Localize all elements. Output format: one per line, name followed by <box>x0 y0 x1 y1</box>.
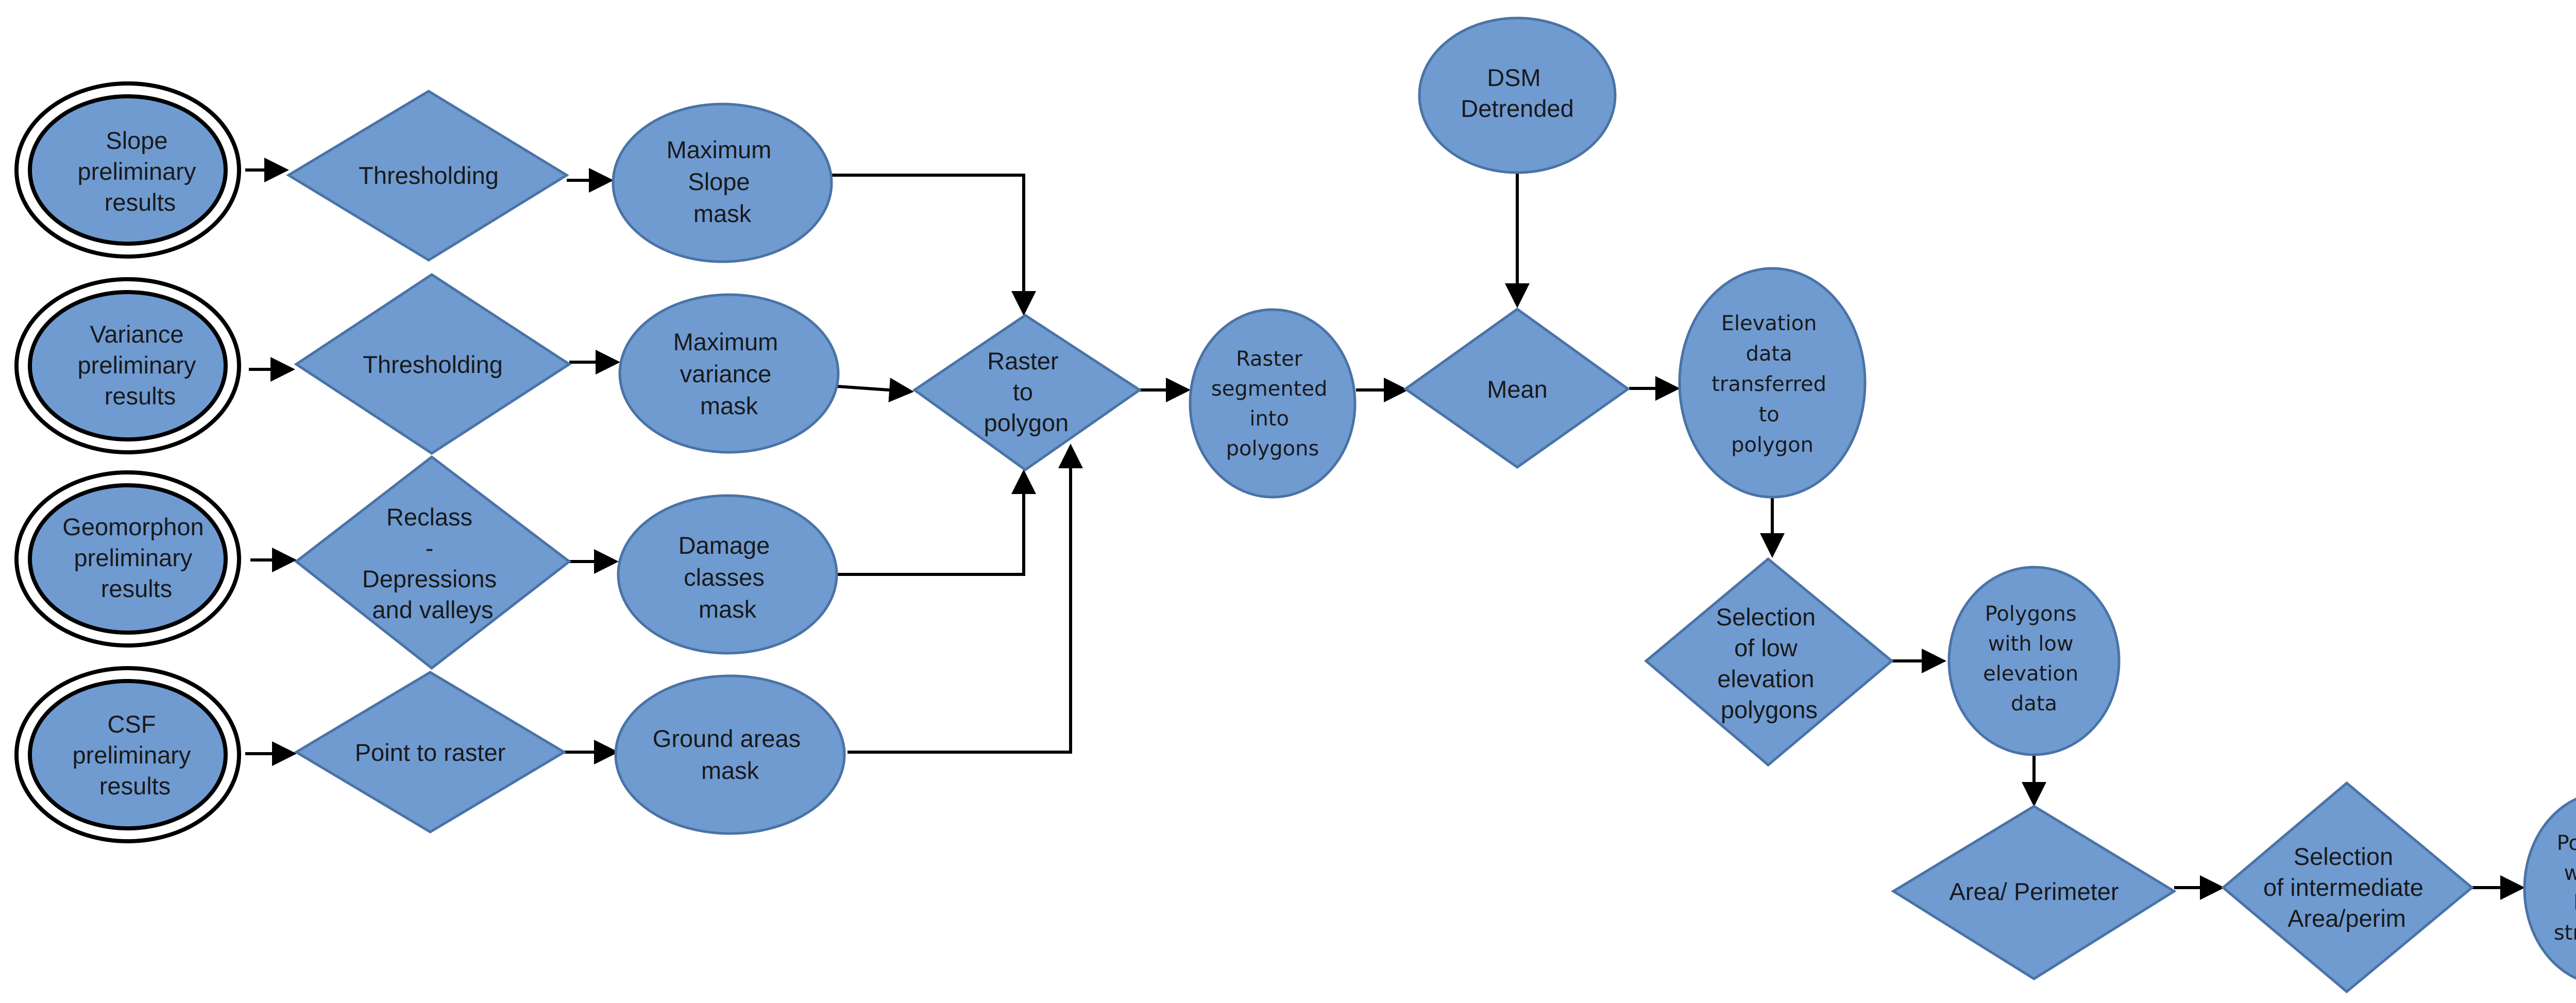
raster-segmented-label: Raster segmented into polygons <box>1211 347 1334 461</box>
ground-areas-mask-node: Ground areas mask <box>614 674 846 835</box>
csf-results-label: CSF preliminary results <box>73 710 198 800</box>
reclass-node: Reclass - Depressions and valleys <box>294 455 572 670</box>
raster-to-polygon-node: Raster to polygon <box>912 313 1142 472</box>
mean-label: Mean <box>1487 376 1548 403</box>
dsm-detrended-node: DSM Detrended <box>1418 16 1617 174</box>
reclass-label: Reclass - Depressions and valleys <box>362 503 503 623</box>
area-perimeter-node: Area/ Perimeter <box>1891 805 2177 980</box>
elevation-transferred-label: Elevation data transferred to polygon <box>1711 312 1833 457</box>
raster-segmented-node: Raster segmented into polygons <box>1189 308 1357 499</box>
connectors <box>245 158 2525 900</box>
arrow-variance-mask-to-raster-to-polygon <box>837 378 914 403</box>
raster-to-polygon-label: Raster to polygon <box>984 347 1069 436</box>
polygons-low-elevation-label: Polygons with low elevation data <box>1983 602 2085 716</box>
selection-intermediate-label: Selection of intermediate Area/perim <box>2263 843 2430 932</box>
max-variance-mask-label: Maximum variance mask <box>673 328 785 419</box>
geomorphon-results-node: Geomorphon preliminary results <box>14 470 241 648</box>
selection-intermediate-node: Selection of intermediate Area/perim <box>2221 781 2474 994</box>
thresholding-1-label: Thresholding <box>359 162 499 189</box>
elevation-transferred-node: Elevation data transferred to polygon <box>1678 267 1867 499</box>
thresholding-2-node: Thresholding <box>294 273 572 455</box>
thresholding-2-label: Thresholding <box>363 351 503 378</box>
damage-classes-mask-label: Damage classes mask <box>679 532 777 623</box>
geomorphon-results-label: Geomorphon preliminary results <box>62 513 210 602</box>
point-to-raster-node: Point to raster <box>294 671 567 834</box>
max-slope-mask-label: Maximum Slope mask <box>667 136 778 227</box>
slope-results-node: Slope preliminary results <box>14 81 241 259</box>
selection-low-elevation-label: Selection of low elevation polygons <box>1716 603 1822 723</box>
damage-classes-mask-node: Damage classes mask <box>617 494 838 655</box>
dsm-detrended-label: DSM Detrended <box>1461 64 1574 122</box>
max-variance-mask-node: Maximum variance mask <box>618 293 840 454</box>
mean-node: Mean <box>1403 307 1631 469</box>
max-slope-mask-node: Maximum Slope mask <box>612 103 833 263</box>
ground-areas-mask-label: Ground areas mask <box>653 725 807 784</box>
arrow-slope-mask-to-raster-to-polygon <box>832 174 1036 316</box>
area-perimeter-label: Area/ Perimeter <box>1949 878 2119 905</box>
polygons-low-elevation-node: Polygons with low elevation data <box>1947 566 2121 756</box>
thresholding-1-node: Thresholding <box>286 90 569 262</box>
slope-results-label: Slope preliminary results <box>78 127 203 216</box>
csf-results-node: CSF preliminary results <box>14 666 241 843</box>
polygons-without-linear-label: Polygons without linear structures <box>2554 831 2576 945</box>
variance-results-node: Variance preliminary results <box>14 277 241 454</box>
variance-results-label: Variance preliminary results <box>78 320 203 410</box>
arrow-ground-mask-to-raster-to-polygon <box>848 444 1083 754</box>
polygons-without-linear-node: Polygons without linear structures <box>2523 797 2576 980</box>
point-to-raster-label: Point to raster <box>355 739 506 766</box>
arrow-damage-mask-to-raster-to-polygon <box>837 469 1036 576</box>
selection-low-elevation-node: Selection of low elevation polygons <box>1644 557 1894 767</box>
